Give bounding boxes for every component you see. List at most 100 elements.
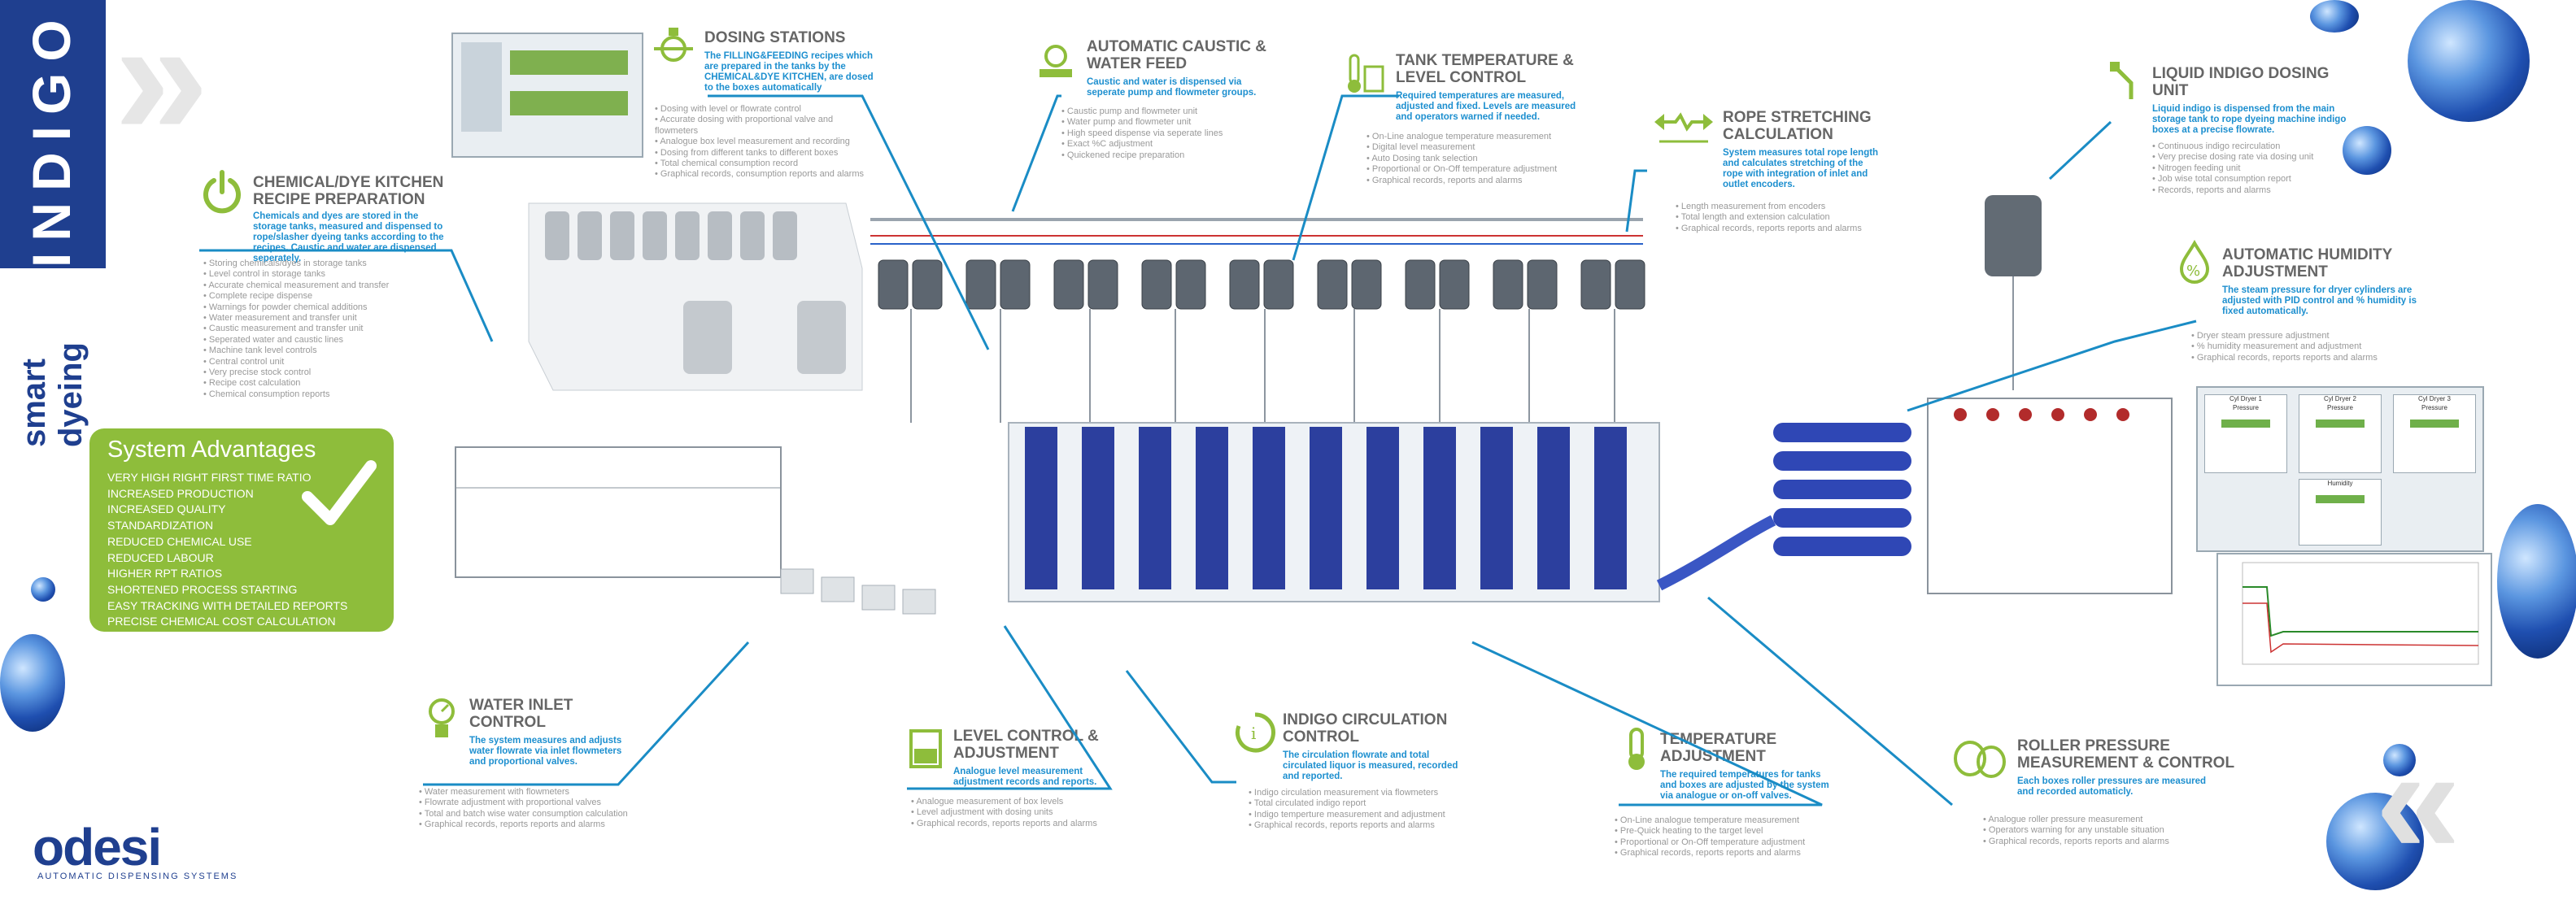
dryer-panel-label: Cyl Dryer 2 [2323,395,2356,402]
advantages-title: System Advantages [107,437,316,463]
advantage-item: HIGHER RPT RATIOS [107,567,223,580]
feature-item: Exact %C adjustment [1061,139,1273,150]
feature-subtitle: The circulation flowrate and total circu… [1283,750,1458,781]
feature-item: Graphical records, reports reports and a… [1983,837,2227,847]
decorative-sphere [0,634,65,732]
feature-item: On-Line analogue temperature measurement [1615,815,1834,826]
feature-item: On-Line analogue temperature measurement [1366,132,1586,142]
dryer-panel-label: Cyl Dryer 1 [2229,395,2262,402]
thermometer-tank-icon [1348,54,1384,93]
humidity-icon: % [2179,240,2210,284]
feature-list: Storing chemicals/dyes in storage tanks … [203,259,415,400]
feature-item: Analogue box level measurement and recor… [655,137,874,147]
feature-subtitle: The required temperatures for tanks and … [1660,770,1829,801]
feature-title: DOSING STATIONS [704,29,846,46]
dyeing-line-illustration [455,195,2173,615]
feature-list: Analogue roller pressure measurement Ope… [1983,815,2227,847]
feature-subtitle: The system measures and adjusts water fl… [469,736,622,767]
level-gauge-icon [909,729,942,768]
humidity-trend-chart [2216,553,2492,686]
feature-item: Graphical records, reports reports and a… [2191,353,2411,363]
feature-item: Seperated water and caustic lines [203,335,415,346]
thermometer-icon [1628,728,1645,770]
rope-stretch-icon [1654,112,1713,143]
feature-subtitle: Liquid indigo is dispensed from the main… [2152,104,2347,135]
pressure-label: Pressure [2421,404,2447,411]
advantage-item: PRECISE CHEMICAL COST CALCULATION [107,615,336,628]
feature-item: Level control in storage tanks [203,269,415,280]
feature-item: Dryer steam pressure adjustment [2191,331,2411,341]
chevrons-decoration: » [114,0,209,172]
feature-item: Analogue measurement of box levels [911,797,1122,807]
feature-list: Caustic pump and flowmeter unit Water pu… [1061,107,1273,161]
feature-item: Analogue roller pressure measurement [1983,815,2227,825]
feature-title: ROPE STRETCHING CALCULATION [1723,109,1872,143]
feature-item: Total length and extension calculation [1676,212,1895,223]
feature-item: Continuous indigo recirculation [2152,141,2364,152]
feature-item: Water measurement and transfer unit [203,313,415,324]
brand-bar [0,0,106,268]
feature-item: Total circulated indigo report [1249,798,1468,809]
company-subtitle: AUTOMATIC DISPENSING SYSTEMS [37,872,238,881]
advantages-list: VERY HIGH RIGHT FIRST TIME RATIO INCREAS… [107,470,347,630]
feature-subtitle: The steam pressure for dryer cylinders a… [2222,285,2417,316]
feature-subtitle: Analogue level measurement adjustment re… [953,767,1097,787]
advantage-item: INCREASED PRODUCTION [107,486,254,500]
feature-title: TANK TEMPERATURE & LEVEL CONTROL [1396,52,1574,86]
feature-item: Flowrate adjustment with proportional va… [419,798,639,808]
pressure-gauge-icon [429,698,455,737]
feature-item: % humidity measurement and adjustment [2191,341,2411,352]
feature-title: CHEMICAL/DYE KITCHEN RECIPE PREPARATION [253,174,444,208]
feature-list: Continuous indigo recirculation Very pre… [2152,141,2364,196]
advantage-item: STANDARDIZATION [107,519,214,533]
feature-item: Auto Dosing tank selection [1366,154,1586,164]
advantage-item: VERY HIGH RIGHT FIRST TIME RATIO [107,471,312,484]
feature-item: Graphical records, consumption reports a… [655,169,874,180]
svg-text:i: i [1251,724,1256,743]
feature-list: Dosing with level or flowrate control Ac… [655,104,874,180]
feature-subtitle: Required temperatures are measured, adju… [1396,91,1576,122]
feature-subtitle: System measures total rope length and ca… [1723,148,1879,189]
feature-item: Digital level measurement [1366,142,1586,153]
odesi-logo: odesi [33,818,162,876]
feature-item: Graphical records, reports reports and a… [1249,820,1468,831]
feature-list: Indigo circulation measurement via flowm… [1249,788,1468,832]
feature-list: On-Line analogue temperature measurement… [1615,815,1834,859]
feature-title: LIQUID INDIGO DOSING UNIT [2152,65,2330,99]
feature-item: Indigo temperture measurement and adjust… [1249,810,1468,820]
feature-item: Graphical records, reports reports and a… [1676,224,1895,234]
advantage-item: REDUCED LABOUR [107,550,214,564]
feature-item: Quickened recipe preparation [1061,150,1273,161]
caustic-feed-icon [1040,45,1072,77]
feature-item: Warnings for powder chemical additions [203,302,415,313]
feature-item: Water measurement with flowmeters [419,787,639,798]
feature-item: Proportional or On-Off temperature adjus… [1615,837,1834,848]
feature-title: INDIGO CIRCULATION CONTROL [1283,711,1448,746]
feature-title: WATER INLET CONTROL [469,697,573,731]
advantage-item: REDUCED CHEMICAL USE [107,534,252,548]
decorative-sphere [31,577,55,602]
feature-item: Length measurement from encoders [1676,202,1895,212]
feature-item: Caustic measurement and transfer unit [203,324,415,334]
feature-item: Accurate dosing with proportional valve … [655,115,874,137]
decorative-sphere [2326,793,2424,890]
feature-item: Very precise dosing rate via dosing unit [2152,152,2364,163]
feature-item: High speed dispense via seperate lines [1061,128,1273,139]
recirculation-icon: i [1236,712,1275,753]
feature-item: Job wise total consumption report [2152,174,2364,185]
feature-item: Dosing with level or flowrate control [655,104,874,115]
feature-item: Graphical records, reports and alarms [1366,176,1586,186]
decorative-sphere [2497,504,2576,659]
feature-list: Analogue measurement of box levels Level… [911,797,1122,829]
feature-subtitle: Each boxes roller pressures are measured… [2017,776,2207,797]
feature-item: Accurate chemical measurement and transf… [203,280,415,291]
feature-list: Length measurement from encoders Total l… [1676,202,1895,234]
advantage-item: INCREASED QUALITY [107,502,226,516]
feature-item: Graphical records, reports reports and a… [911,819,1122,829]
humidity-label: Humidity [2327,480,2353,487]
dryer-panel-label: Cyl Dryer 3 [2417,395,2451,402]
feature-item: Water pump and flowmeter unit [1061,117,1273,128]
humidity-control-screen: Cyl Dryer 1 Pressure Cyl Dryer 2 Pressur… [2196,386,2484,552]
feature-title: AUTOMATIC CAUSTIC & WATER FEED [1087,38,1266,72]
